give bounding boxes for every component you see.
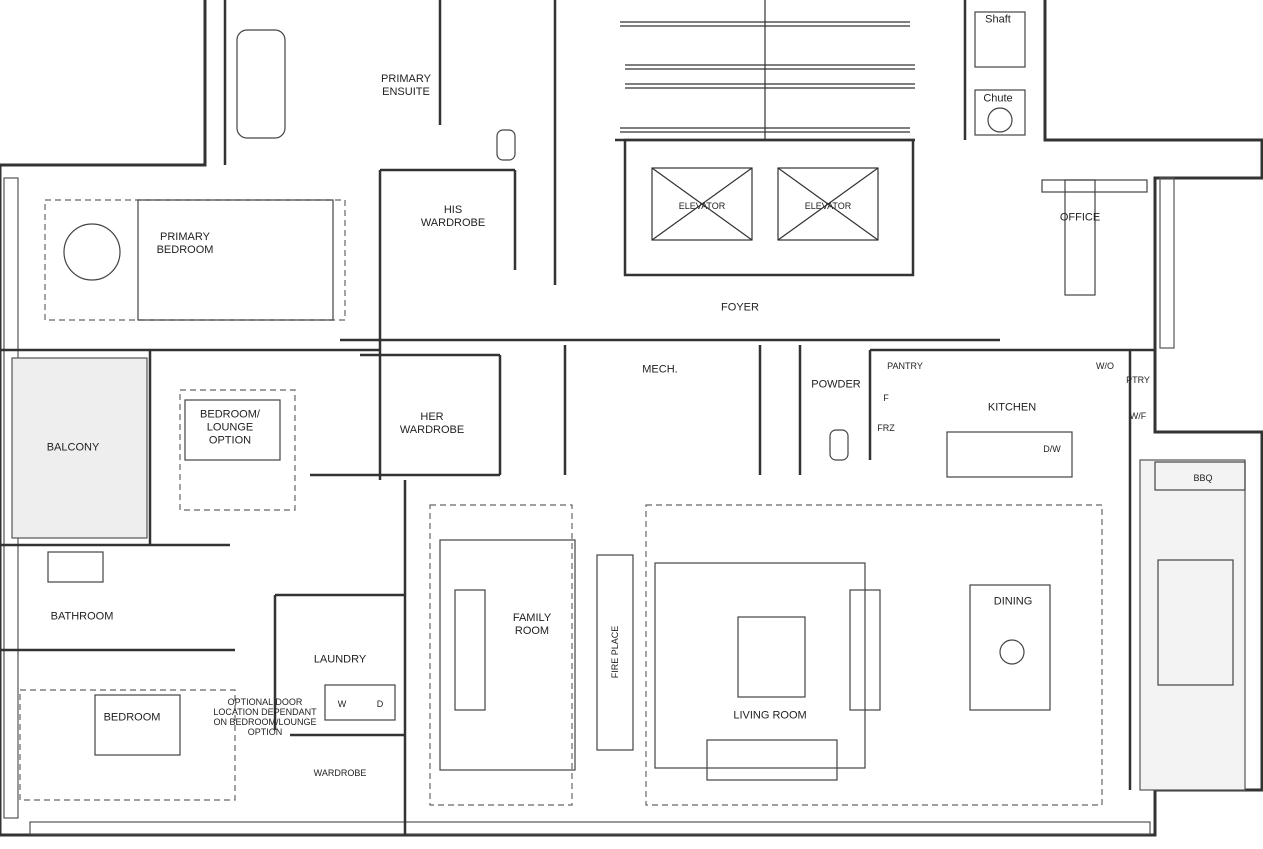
- furniture: [47, 11, 1246, 781]
- laundry-label: LAUNDRY: [313, 653, 367, 666]
- label-line: OPTION: [208, 434, 252, 447]
- label-line: ENSUITE: [382, 86, 430, 98]
- note-line: ON BEDROOM/LOUNGE: [213, 717, 317, 727]
- kitchen-label: KITCHEN: [987, 401, 1037, 414]
- label-line: BEDROOM/: [200, 408, 260, 421]
- wf-label: W/F: [1129, 411, 1147, 421]
- label-line: HIS: [443, 204, 463, 216]
- note-line: OPTIONAL DOOR: [227, 697, 303, 707]
- dishwasher-label: D/W: [1043, 444, 1061, 454]
- foyer-label: FOYER: [721, 301, 759, 314]
- label-line: BEDROOM: [156, 244, 214, 256]
- elevator-1-label: ELEVATOR: [678, 201, 726, 211]
- balcony-deck: [11, 357, 1246, 791]
- note-line: LOCATION DEPENDANT: [213, 707, 317, 717]
- label-line: ROOM: [514, 625, 550, 637]
- label-line: PRIMARY: [160, 231, 210, 243]
- interior-walls: [0, 0, 1155, 835]
- label-line: FAMILY: [512, 612, 552, 624]
- office-label: OFFICE: [1059, 211, 1101, 224]
- washer-label: W: [337, 699, 347, 709]
- powder-label: POWDER: [811, 378, 861, 391]
- elevators: [651, 167, 879, 241]
- wardrobe-label: WARDROBE: [313, 768, 367, 778]
- dryer-label: D: [376, 699, 384, 709]
- fridge-label: F: [883, 393, 889, 403]
- mech-label: MECH.: [642, 363, 678, 376]
- dining-label: DINING: [993, 595, 1033, 608]
- pantry-label: PANTRY: [887, 361, 923, 371]
- label-line: WARDROBE: [420, 217, 486, 229]
- shaft-label: Shaft: [985, 13, 1011, 26]
- elevator-2-label: ELEVATOR: [804, 201, 852, 211]
- wo-label: W/O: [1096, 361, 1114, 371]
- bbq-label: BBQ: [1193, 473, 1213, 483]
- note-line: OPTION: [247, 727, 283, 737]
- fireplace-label: FIRE PLACE: [610, 625, 620, 679]
- bathroom-label: BATHROOM: [50, 610, 114, 623]
- bedroom-label: BEDROOM: [103, 711, 161, 724]
- chute-label: Chute: [983, 92, 1013, 105]
- label-line: PRIMARY: [381, 73, 431, 85]
- balcony-label: BALCONY: [46, 441, 100, 455]
- furniture-zones: [19, 199, 1103, 806]
- label-line: WARDROBE: [399, 424, 465, 436]
- freezer-label: FRZ: [877, 423, 895, 433]
- label-line: HER: [420, 411, 444, 423]
- living-room-label: LIVING ROOM: [733, 709, 807, 722]
- label-line: LOUNGE: [206, 421, 254, 434]
- ptry-label: PTRY: [1126, 375, 1150, 385]
- stairs: [620, 0, 915, 140]
